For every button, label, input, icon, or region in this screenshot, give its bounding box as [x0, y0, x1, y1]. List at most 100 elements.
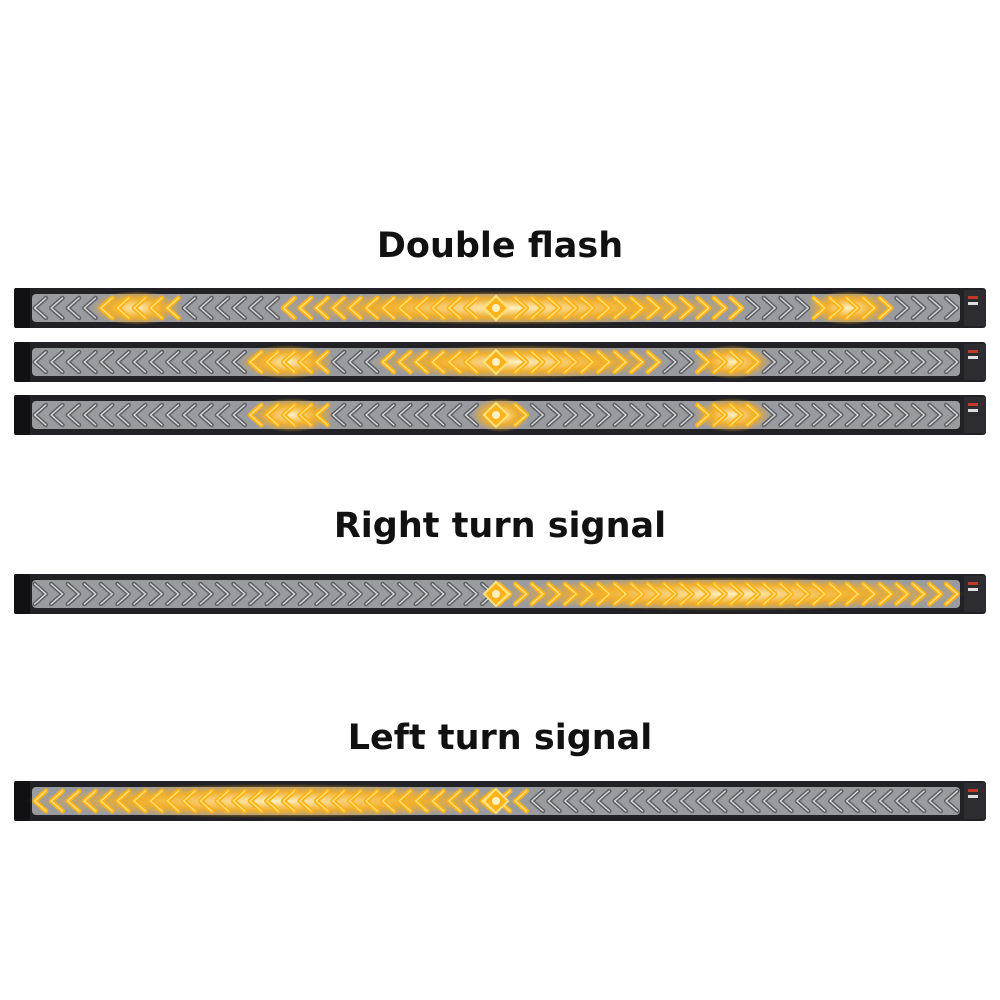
- led-chevron-highlight: [696, 404, 710, 426]
- led-chevron-highlight: [613, 404, 627, 426]
- led-chevron-highlight: [680, 583, 694, 605]
- led-chevron-highlight: [215, 790, 229, 812]
- led-chevron-highlight: [895, 583, 909, 605]
- led-chevron-highlight: [796, 404, 810, 426]
- led-chevron-highlight: [282, 351, 296, 373]
- led-chevron-highlight: [348, 351, 362, 373]
- led-chevron-highlight: [381, 351, 395, 373]
- led-chevron-highlight: [182, 351, 196, 373]
- led-chevron-highlight: [414, 297, 428, 319]
- led-chevron-highlight: [215, 351, 229, 373]
- led-chevron-highlight: [464, 790, 478, 812]
- led-chevron-highlight: [50, 351, 64, 373]
- led-chevron-highlight: [249, 297, 263, 319]
- led-chevron-highlight: [679, 790, 693, 812]
- led-chevron-highlight: [531, 583, 545, 605]
- led-chevron-highlight: [431, 297, 445, 319]
- led-chevron-highlight: [398, 404, 412, 426]
- led-chevron-highlight: [431, 404, 445, 426]
- led-chevron-highlight: [729, 351, 743, 373]
- led-chevron-highlight: [67, 583, 81, 605]
- led-chevron-highlight: [249, 351, 263, 373]
- led-chevron-highlight: [414, 404, 428, 426]
- led-chevron-highlight: [398, 583, 412, 605]
- led-chevron-highlight: [845, 583, 859, 605]
- wire-white: [968, 588, 978, 591]
- led-chevron-highlight: [464, 583, 478, 605]
- led-chevron-highlight: [630, 351, 644, 373]
- led-chevron-highlight: [315, 583, 329, 605]
- led-chevron-highlight: [597, 351, 611, 373]
- led-chevron-highlight: [232, 297, 246, 319]
- led-chevron-highlight: [232, 583, 246, 605]
- led-chevron-highlight: [680, 297, 694, 319]
- wire-white: [968, 409, 978, 412]
- led-chevron-highlight: [116, 351, 130, 373]
- led-chevron-highlight: [895, 404, 909, 426]
- led-chevron-highlight: [580, 583, 594, 605]
- led-chevron-highlight: [862, 351, 876, 373]
- led-chevron-highlight: [829, 297, 843, 319]
- led-chevron-highlight: [945, 583, 959, 605]
- led-chevron-highlight: [812, 404, 826, 426]
- led-chevron-highlight: [265, 404, 279, 426]
- led-chevron-highlight: [166, 404, 180, 426]
- led-chevron-highlight: [597, 583, 611, 605]
- led-chevron-highlight: [878, 790, 892, 812]
- led-chevron-highlight: [630, 583, 644, 605]
- led-chevron-highlight: [729, 583, 743, 605]
- led-chevron-highlight: [796, 583, 810, 605]
- led-chevron-highlight: [928, 790, 942, 812]
- right-turn-signal-title: Right turn signal: [333, 506, 667, 546]
- led-chevron-highlight: [647, 404, 661, 426]
- led-chevron-highlight: [183, 583, 197, 605]
- led-chevron-highlight: [696, 351, 710, 373]
- led-chevron-highlight: [365, 583, 379, 605]
- led-chevron-highlight: [133, 790, 147, 812]
- led-chevron-highlight: [912, 297, 926, 319]
- led-chevron-highlight: [365, 790, 379, 812]
- led-chevron-highlight: [331, 351, 345, 373]
- led-chevron-highlight: [763, 351, 777, 373]
- strip-end-cap: [14, 395, 30, 435]
- left-turn-signal-title: Left turn signal: [347, 718, 653, 758]
- strip-end-cap: [14, 781, 30, 821]
- led-chevron-highlight: [597, 790, 611, 812]
- led-chevron-highlight: [66, 404, 80, 426]
- led-chevron-highlight: [763, 583, 777, 605]
- led-chevron-highlight: [779, 583, 793, 605]
- led-center-dot: [492, 358, 500, 366]
- led-chevron-highlight: [564, 297, 578, 319]
- led-chevron-highlight: [564, 351, 578, 373]
- led-chevron-highlight: [912, 583, 926, 605]
- led-chevron-highlight: [381, 404, 395, 426]
- led-chevron-highlight: [862, 404, 876, 426]
- led-chevron-highlight: [564, 404, 578, 426]
- led-chevron-highlight: [696, 297, 710, 319]
- led-center-dot: [492, 797, 500, 805]
- led-chevron-highlight: [398, 790, 412, 812]
- led-chevron-highlight: [746, 351, 760, 373]
- led-strip-double-flash-3: [14, 395, 986, 435]
- led-chevron-highlight: [133, 404, 147, 426]
- led-chevron-highlight: [945, 297, 959, 319]
- led-chevron-highlight: [199, 790, 213, 812]
- led-chevron-highlight: [282, 790, 296, 812]
- led-chevron-highlight: [199, 404, 213, 426]
- led-chevron-highlight: [99, 404, 113, 426]
- led-chevron-highlight: [182, 790, 196, 812]
- led-chevron-highlight: [315, 297, 329, 319]
- led-chevron-highlight: [663, 297, 677, 319]
- led-chevron-highlight: [99, 297, 113, 319]
- led-chevron-highlight: [912, 404, 926, 426]
- led-chevron-highlight: [580, 404, 594, 426]
- led-chevron-highlight: [398, 351, 412, 373]
- led-chevron-highlight: [232, 790, 246, 812]
- strip-end-cap: [14, 574, 30, 614]
- led-chevron-highlight: [282, 404, 296, 426]
- led-chevron-highlight: [812, 351, 826, 373]
- led-chevron-highlight: [249, 583, 263, 605]
- led-chevron-highlight: [663, 790, 677, 812]
- led-chevron-highlight: [447, 790, 461, 812]
- led-chevron-highlight: [547, 297, 561, 319]
